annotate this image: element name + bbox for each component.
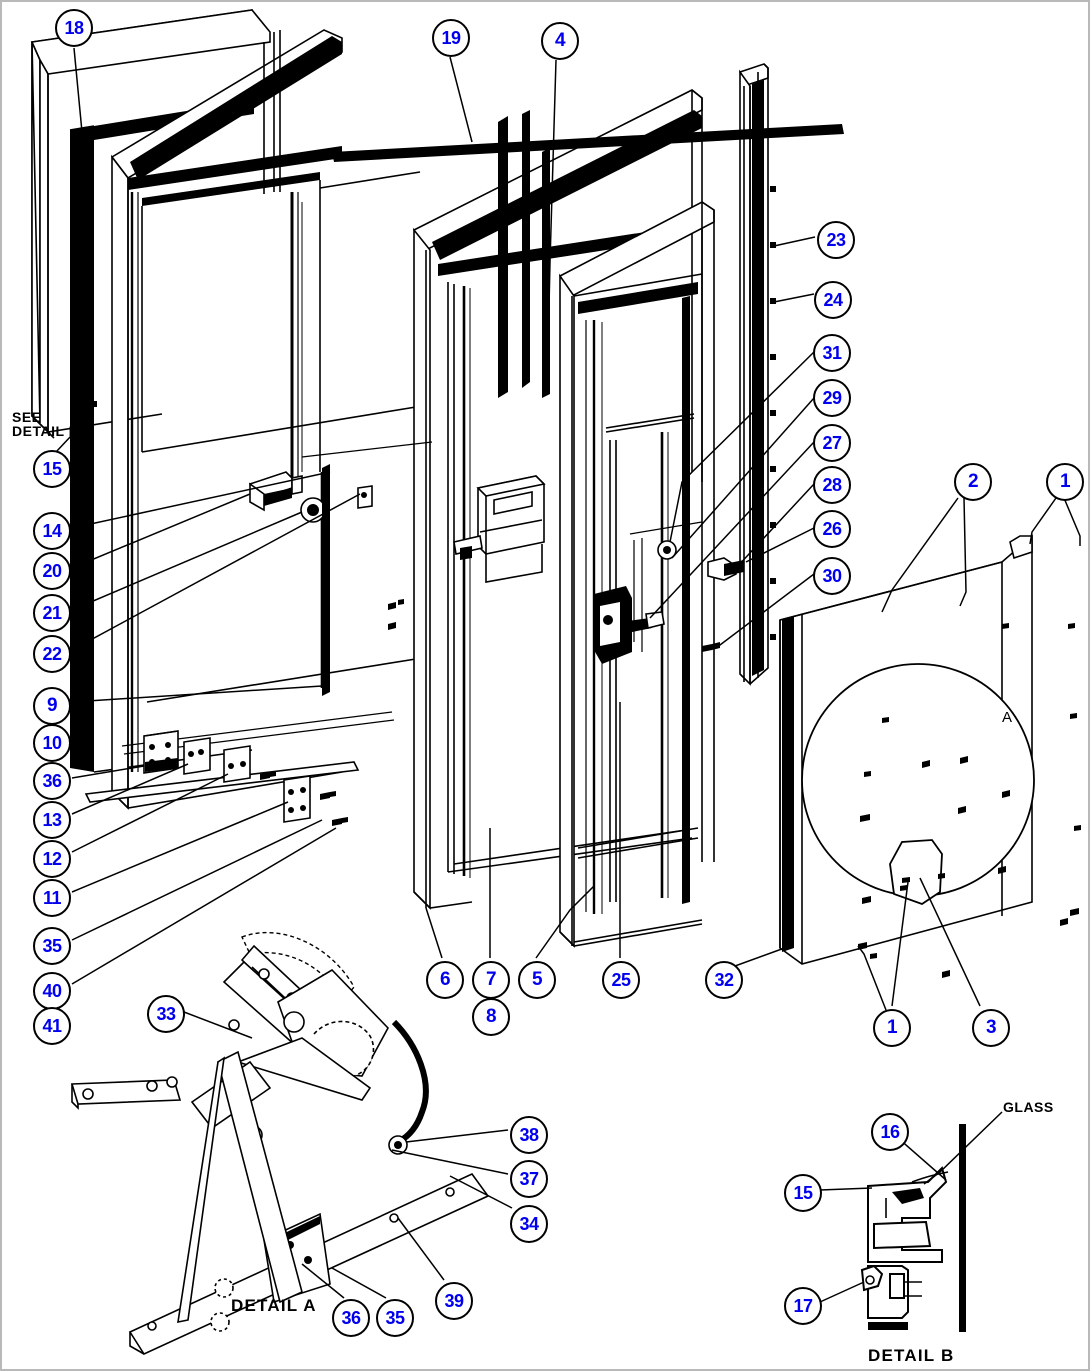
callout-34-detail-a[interactable]: 34 — [510, 1205, 548, 1243]
detail-a-title: DETAIL A — [231, 1296, 317, 1315]
callout-15-left[interactable]: 15 — [33, 450, 71, 488]
callout-33-detail-a[interactable]: 33 — [147, 995, 185, 1033]
callout-12-left[interactable]: 12 — [33, 840, 71, 878]
door-handle — [248, 471, 373, 523]
callout-3-mirror[interactable]: 3 — [972, 1009, 1010, 1047]
callout-31-main[interactable]: 31 — [813, 334, 851, 372]
callout-32-bottom[interactable]: 32 — [705, 961, 743, 999]
glass-label: GLASS — [1003, 1099, 1054, 1115]
detail-b-title: DETAIL B — [868, 1346, 955, 1365]
callout-29-main[interactable]: 29 — [813, 379, 851, 417]
callout-40-left[interactable]: 40 — [33, 972, 71, 1010]
callout-8-bottom[interactable]: 8 — [472, 998, 510, 1036]
callout-9-left[interactable]: 9 — [33, 687, 71, 725]
callout-36-detail-a[interactable]: 36 — [332, 1299, 370, 1337]
callout-36-left[interactable]: 36 — [33, 762, 71, 800]
callout-16-detail-b[interactable]: 16 — [871, 1113, 909, 1151]
callout-7-bottom[interactable]: 7 — [472, 961, 510, 999]
callout-21-left[interactable]: 21 — [33, 594, 71, 632]
callout-22-left[interactable]: 22 — [33, 635, 71, 673]
callout-25-bottom[interactable]: 25 — [602, 961, 640, 999]
knob-part — [707, 557, 744, 581]
callout-28-main[interactable]: 28 — [813, 466, 851, 504]
callout-39-detail-a[interactable]: 39 — [435, 1282, 473, 1320]
callout-26-main[interactable]: 26 — [813, 510, 851, 548]
control-box — [476, 475, 546, 555]
callout-5-bottom[interactable]: 5 — [518, 961, 556, 999]
callout-30-main[interactable]: 30 — [813, 557, 851, 595]
callout-37-detail-a[interactable]: 37 — [510, 1160, 548, 1198]
callout-13-left[interactable]: 13 — [33, 801, 71, 839]
callout-6-bottom[interactable]: 6 — [426, 961, 464, 999]
callout-35-left[interactable]: 35 — [33, 927, 71, 965]
door-frame-main — [412, 89, 703, 910]
detail-b-section — [860, 1124, 966, 1332]
callout-1-mirror[interactable]: 1 — [1046, 463, 1084, 501]
callout-18-main[interactable]: 18 — [55, 9, 93, 47]
callout-2-mirror[interactable]: 2 — [954, 463, 992, 501]
callout-38-detail-a[interactable]: 38 — [510, 1116, 548, 1154]
callout-14-left[interactable]: 14 — [33, 512, 71, 550]
callout-11-left[interactable]: 11 — [33, 879, 71, 917]
svg-text:A: A — [1002, 709, 1012, 726]
detail-a-regulator — [70, 931, 490, 1356]
door-shell-panel — [110, 29, 343, 810]
callout-17-detail-b[interactable]: 17 — [784, 1287, 822, 1325]
callout-27-main[interactable]: 27 — [813, 424, 851, 462]
callout-24-main[interactable]: 24 — [814, 281, 852, 319]
window-glass-frame — [558, 201, 715, 948]
latch-assembly — [594, 586, 665, 664]
callout-10-left[interactable]: 10 — [33, 724, 71, 762]
callout-41-left[interactable]: 41 — [33, 1007, 71, 1045]
callout-15-detail-b[interactable]: 15 — [784, 1174, 822, 1212]
callout-19-main[interactable]: 19 — [432, 19, 470, 57]
callout-35-detail-a[interactable]: 35 — [376, 1299, 414, 1337]
callout-1-mirror[interactable]: 1 — [873, 1009, 911, 1047]
callout-20-left[interactable]: 20 — [33, 552, 71, 590]
callout-4-main[interactable]: 4 — [541, 22, 579, 60]
callout-23-main[interactable]: 23 — [817, 221, 855, 259]
